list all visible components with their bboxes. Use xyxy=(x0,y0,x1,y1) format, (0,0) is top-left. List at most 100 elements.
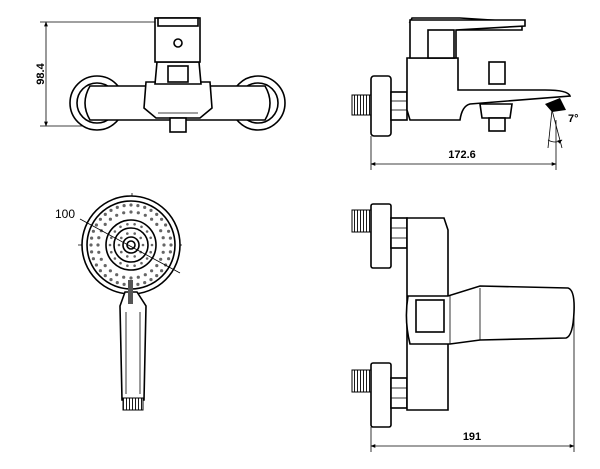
nozzle-dot xyxy=(99,257,103,261)
nozzle-dot xyxy=(119,261,122,265)
shower-head-view: 100 xyxy=(55,193,182,411)
nozzle-dot xyxy=(108,269,112,273)
nozzle-dot xyxy=(126,264,129,268)
nozzle-dot xyxy=(115,273,119,277)
nozzle-dot xyxy=(91,229,95,233)
nozzle-dot xyxy=(140,225,143,229)
nozzle-dot xyxy=(103,212,107,216)
top-escutcheon-lower xyxy=(370,362,392,428)
nozzle-dot xyxy=(97,236,101,240)
nozzle-dot xyxy=(160,269,164,273)
nozzle-dot xyxy=(136,204,140,208)
nozzle-dot xyxy=(89,243,93,247)
nozzle-dot xyxy=(167,229,171,233)
nozzle-dot xyxy=(90,236,94,240)
nozzle-dot xyxy=(103,264,107,268)
nozzle-dot xyxy=(136,211,140,215)
nozzle-dot xyxy=(97,250,101,254)
nozzle-dot xyxy=(149,208,153,212)
nozzle-dot xyxy=(133,255,136,258)
nozzle-dot xyxy=(155,274,159,278)
nozzle-dot xyxy=(108,217,112,221)
nozzle-dot xyxy=(109,278,113,282)
nozzle-dot xyxy=(126,223,129,226)
nozzle-dot xyxy=(120,236,123,240)
side-body xyxy=(406,57,572,121)
nozzle-dot xyxy=(155,264,159,268)
nozzle-dot xyxy=(141,243,145,247)
side-nut xyxy=(390,91,408,121)
side-escutcheon xyxy=(370,75,392,137)
shower-head-diameter-label: 100 xyxy=(55,207,75,221)
side-diverter-knob xyxy=(488,61,506,85)
nozzle-dot xyxy=(94,223,98,227)
nozzle-dot xyxy=(96,243,100,247)
top-width-label: 191 xyxy=(463,431,481,443)
top-escutcheon-upper xyxy=(370,203,392,269)
nozzle-dot xyxy=(169,243,173,247)
nozzle-dot xyxy=(149,278,153,282)
spray-mode-button xyxy=(128,280,133,304)
nozzle-dot xyxy=(145,257,149,260)
spout-angle-label: 7° xyxy=(568,113,579,125)
nozzle-dot xyxy=(120,250,123,254)
nozzle-dot xyxy=(133,264,136,268)
side-depth-label: 172.6 xyxy=(448,149,476,161)
nozzle-dot xyxy=(139,236,142,240)
nozzle-dot xyxy=(115,213,119,217)
nozzle-dot xyxy=(108,243,112,247)
front-view: 98.4 xyxy=(35,17,286,133)
front-spout-outlet xyxy=(169,117,187,133)
nozzle-dot xyxy=(94,263,98,267)
shower-handle xyxy=(119,291,147,401)
top-view: 191 xyxy=(351,203,575,452)
side-spout-outlet xyxy=(488,117,506,132)
nozzle-dot xyxy=(129,276,133,280)
nozzle-dot xyxy=(126,232,129,235)
nozzle-dot xyxy=(150,217,154,221)
top-handle-lever xyxy=(405,285,575,345)
spray-nozzles xyxy=(89,203,173,287)
nozzle-dot xyxy=(159,257,163,261)
shower-head-center xyxy=(122,236,140,254)
side-spout-tip xyxy=(545,98,566,112)
nozzle-dot xyxy=(129,203,133,207)
nozzle-dot xyxy=(133,232,136,235)
nozzle-dot xyxy=(168,250,172,254)
nozzle-dot xyxy=(168,236,172,240)
front-diverter-knob xyxy=(167,65,189,83)
nozzle-dot xyxy=(149,250,152,254)
nozzle-dot xyxy=(126,255,129,258)
nozzle-dot xyxy=(122,211,126,215)
nozzle-dot xyxy=(115,281,119,285)
nozzle-dot xyxy=(150,269,154,273)
nozzle-dot xyxy=(133,223,136,226)
nozzle-dot xyxy=(91,257,95,261)
nozzle-dot xyxy=(161,250,165,254)
front-center-housing xyxy=(143,81,213,119)
nozzle-dot xyxy=(117,243,121,247)
nozzle-dot xyxy=(110,236,113,240)
nozzle-dot xyxy=(136,282,140,286)
nozzle-dot xyxy=(140,261,143,265)
nozzle-dot xyxy=(122,282,126,286)
nozzle-dot xyxy=(129,210,133,214)
nozzle-dot xyxy=(155,212,159,216)
nozzle-dot xyxy=(160,217,164,221)
nozzle-dot xyxy=(143,213,147,217)
nozzle-dot xyxy=(103,274,107,278)
nozzle-dot xyxy=(145,230,149,233)
nozzle-dot xyxy=(136,275,140,279)
nozzle-dot xyxy=(159,229,163,233)
nozzle-dot xyxy=(143,281,147,285)
nozzle-dot xyxy=(149,236,152,240)
nozzle-dot xyxy=(143,273,147,277)
top-handle-cap xyxy=(415,299,445,333)
nozzle-dot xyxy=(119,225,122,229)
nozzle-dot xyxy=(155,222,159,226)
nozzle-dot xyxy=(110,250,113,254)
shower-handle-thread xyxy=(122,397,144,411)
nozzle-dot xyxy=(115,205,119,209)
nozzle-dot xyxy=(150,243,154,247)
